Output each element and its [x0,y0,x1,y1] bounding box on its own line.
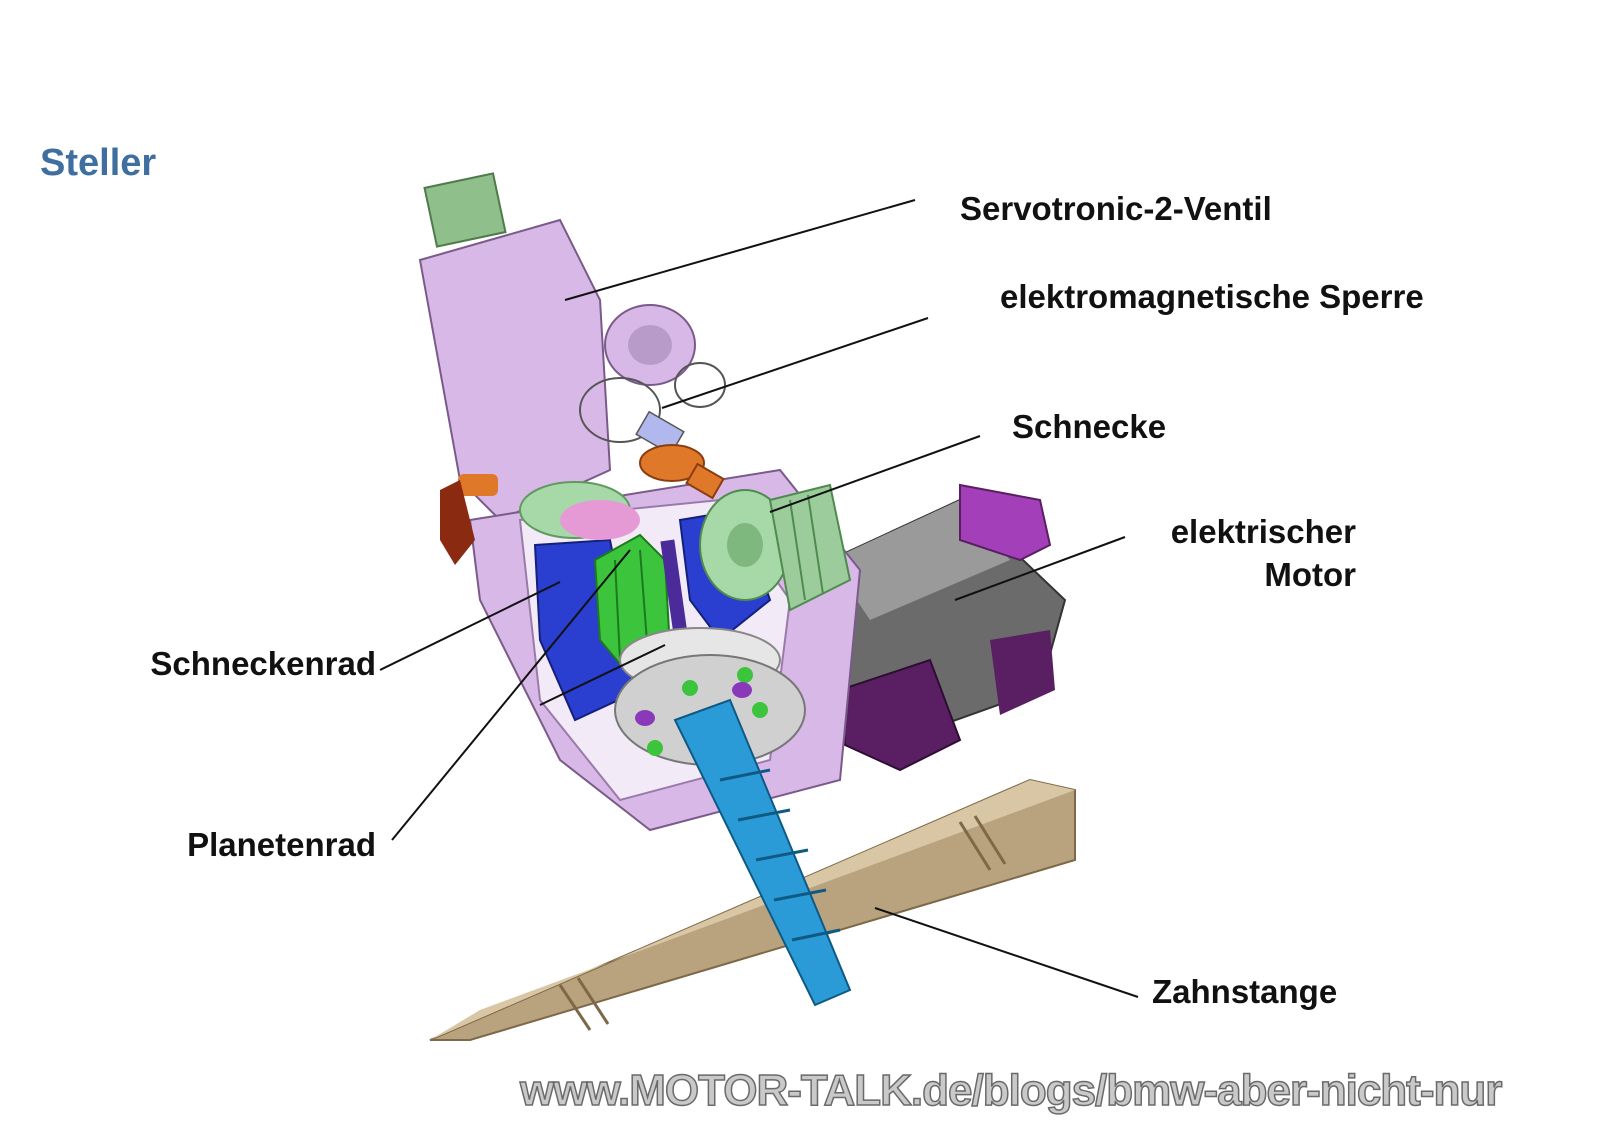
label-electric-motor-line1: elektrischer [1170,513,1356,550]
label-rack: Zahnstange [1152,973,1338,1010]
leader-sperre [661,317,929,409]
leader-motor [954,536,1126,601]
leader-planetenrad-1 [391,549,631,841]
leader-lines [379,199,1139,998]
pinion-shaft [673,698,852,1007]
page-title: Steller [40,142,157,184]
leader-planetenrad-2 [539,644,666,706]
leader-schneckenrad [379,581,561,671]
label-planet-gear: Planetenrad [187,826,376,863]
leader-schnecke [769,435,981,513]
label-servotronic-valve: Servotronic-2-Ventil [960,190,1272,227]
label-worm: Schnecke [1012,408,1167,445]
label-electromagnetic-lock: elektromagnetische Sperre [1000,278,1424,315]
worm-gear [699,483,852,612]
label-electric-motor-line2: Motor [1264,556,1356,593]
rack-bar [429,778,1076,1041]
electric-motor [808,483,1067,772]
label-electric-motor: elektrischer Motor [1150,510,1356,596]
leader-zahnstange [874,907,1139,998]
leader-servotronic [564,199,916,301]
electromagnetic-lock [440,362,726,565]
watermark: www.MOTOR-TALK.de/blogs/bmw-aber-nicht-n… [519,1065,1503,1116]
label-worm-wheel: Schneckenrad [150,645,376,682]
